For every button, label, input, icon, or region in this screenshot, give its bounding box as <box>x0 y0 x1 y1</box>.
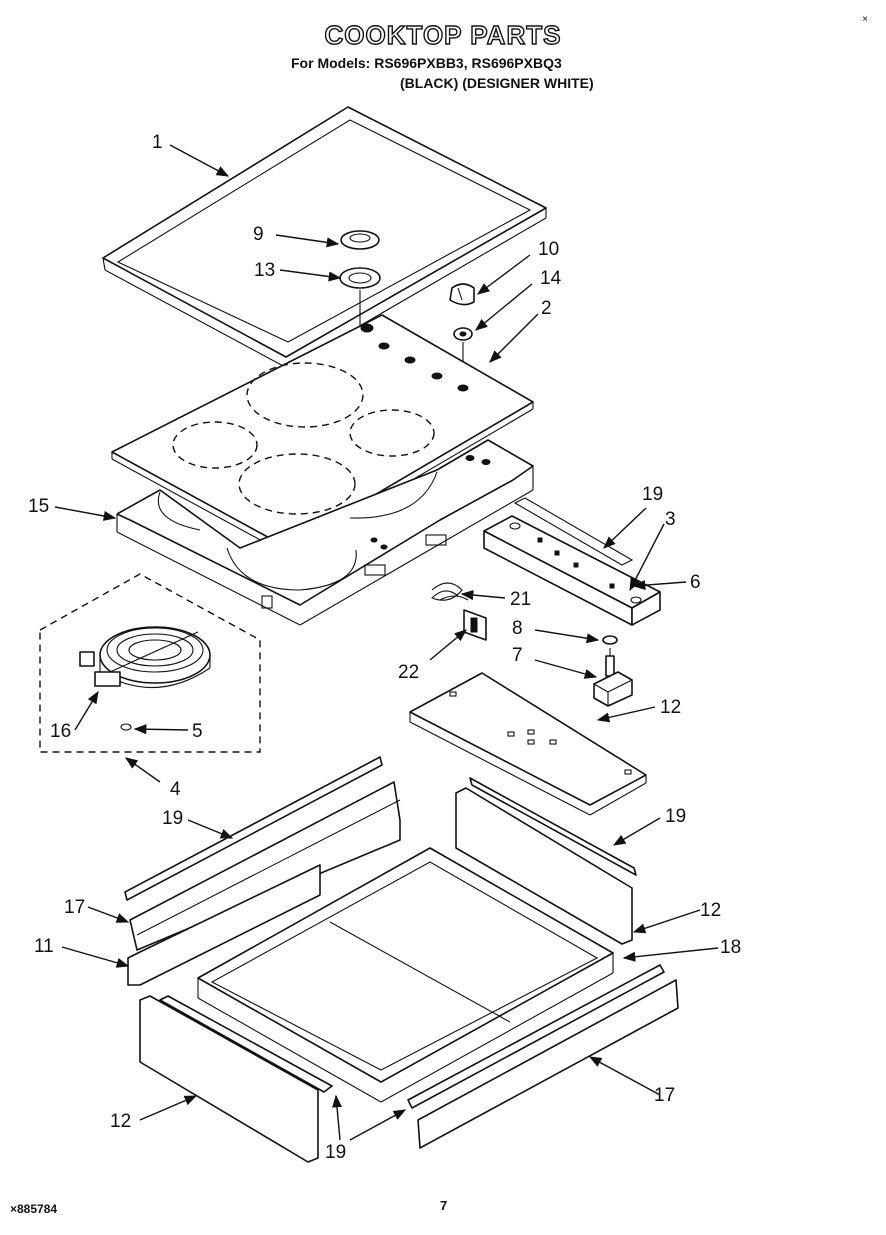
spacer-part <box>453 327 473 341</box>
wire-harness-part <box>431 582 469 601</box>
page-title: COOKTOP PARTS <box>324 19 562 50</box>
left-trim-strip-part <box>124 756 383 901</box>
callout-8: 8 <box>512 618 523 639</box>
callout-19-left: 19 <box>162 808 183 829</box>
callout-6: 6 <box>690 572 701 593</box>
cooktop-pan-part <box>116 439 534 626</box>
control-panel-part <box>483 497 661 626</box>
callout-5: 5 <box>192 721 203 742</box>
callout-22: 22 <box>398 662 419 683</box>
callout-19-bottom: 19 <box>325 1142 346 1163</box>
washer-part <box>602 635 618 645</box>
colors-line: (BLACK) (DESIGNER WHITE) <box>400 75 594 91</box>
glass-cooktop-part <box>111 314 534 555</box>
callout-12-bottom: 12 <box>110 1111 131 1132</box>
callout-10: 10 <box>538 239 559 260</box>
callout-17-bottom: 17 <box>654 1085 675 1106</box>
callout-7: 7 <box>512 645 523 666</box>
callout-19-top: 19 <box>642 484 663 505</box>
knob-part <box>449 283 475 306</box>
leader-lines <box>54 144 719 1141</box>
document-number: ×885784 <box>10 1202 58 1216</box>
callout-4: 4 <box>170 779 181 800</box>
callout-12-top: 12 <box>660 697 681 718</box>
callout-17-left: 17 <box>64 897 85 918</box>
callout-16: 16 <box>50 721 71 742</box>
left-side-panel-part <box>129 781 401 951</box>
models-line: For Models: RS696PXBB3, RS696PXBQ3 <box>291 55 562 71</box>
callout-15: 15 <box>28 496 49 517</box>
callout-11: 11 <box>34 936 54 957</box>
callout-12-right: 12 <box>700 900 721 921</box>
callout-14: 14 <box>540 268 562 289</box>
callout-21: 21 <box>510 589 531 610</box>
right-trim-strip-part <box>469 777 637 876</box>
bottom-left-panel-part <box>139 995 319 1163</box>
hub-part <box>340 230 380 250</box>
left-bracket-part <box>127 864 321 986</box>
callout-2: 2 <box>541 298 552 319</box>
right-side-panel-part <box>455 787 633 945</box>
callout-19-right: 19 <box>665 806 686 827</box>
callout-1: 1 <box>152 132 163 153</box>
bottom-box-part <box>197 847 614 1103</box>
callout-18: 18 <box>720 937 741 958</box>
callout-9: 9 <box>253 224 264 245</box>
bottom-trim-strip-part <box>159 995 333 1093</box>
callout-3: 3 <box>665 509 676 530</box>
element-assembly-group <box>39 573 261 753</box>
corner-mark: × <box>862 14 868 25</box>
bottom-right-panel-part <box>417 979 679 1149</box>
callout-13: 13 <box>254 260 275 281</box>
bottom-right-trim-part <box>407 964 665 1109</box>
switch-part <box>593 648 633 707</box>
ring-part <box>339 267 381 289</box>
control-box-cover-part <box>409 672 647 816</box>
bracket-clip-part <box>463 609 487 641</box>
page-number: 7 <box>440 1198 448 1213</box>
trim-frame-part <box>102 106 547 369</box>
